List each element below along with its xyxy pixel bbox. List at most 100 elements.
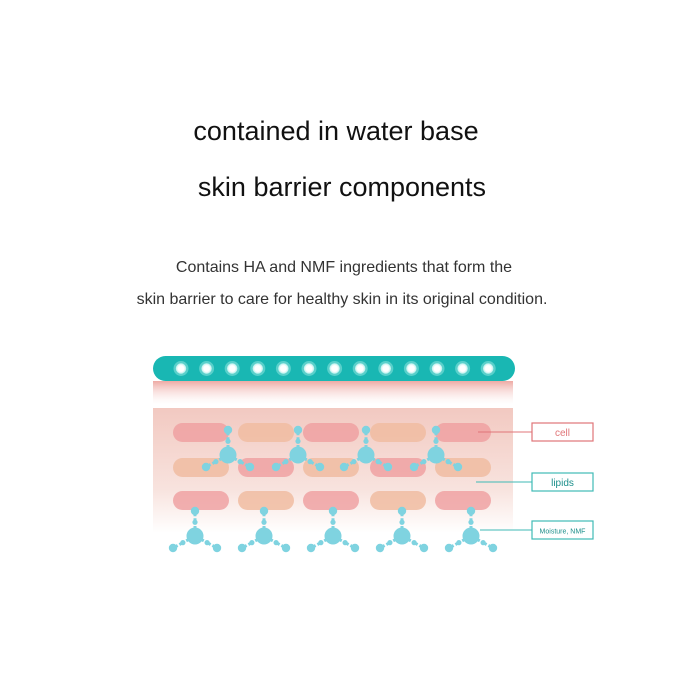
molecule-atom-small bbox=[318, 540, 324, 546]
molecule-atom-small bbox=[204, 540, 210, 546]
cell-pill bbox=[238, 458, 294, 477]
molecule-atom-small bbox=[411, 540, 417, 546]
led-light bbox=[278, 363, 289, 374]
molecule-atom bbox=[339, 462, 349, 472]
lipid-pill bbox=[435, 458, 491, 477]
molecule-atom bbox=[444, 543, 454, 553]
cell-group bbox=[173, 423, 491, 510]
molecule-core bbox=[357, 446, 375, 464]
molecule-core bbox=[289, 446, 307, 464]
headline-line-1: contained in water base bbox=[193, 116, 479, 146]
nmf-molecule bbox=[375, 506, 429, 553]
led-light bbox=[355, 363, 366, 374]
molecule-atom-small bbox=[421, 459, 427, 465]
molecule-atom-small bbox=[445, 459, 451, 465]
lipids-callout: lipids bbox=[476, 472, 594, 492]
molecule-atom-small bbox=[456, 540, 462, 546]
molecule-atom bbox=[281, 543, 291, 553]
cell-pill bbox=[435, 423, 491, 442]
molecule-atom bbox=[315, 462, 325, 472]
molecule-core bbox=[462, 527, 480, 545]
led-light bbox=[201, 363, 212, 374]
molecule-atom bbox=[383, 462, 393, 472]
description-line-1: Contains HA and NMF ingredients that for… bbox=[175, 259, 513, 276]
nmf-molecule bbox=[306, 506, 360, 553]
molecule-atom bbox=[168, 543, 178, 553]
molecule-core bbox=[255, 527, 273, 545]
nmf-molecule bbox=[201, 425, 255, 472]
skin-surface-band bbox=[153, 381, 513, 405]
molecule-atom bbox=[397, 506, 407, 516]
nmf-molecule bbox=[237, 506, 291, 553]
molecule-core bbox=[219, 446, 237, 464]
molecule-atom-small bbox=[307, 459, 313, 465]
led-light bbox=[457, 363, 468, 374]
nmf-molecule bbox=[168, 506, 222, 553]
molecule-atom bbox=[201, 462, 211, 472]
cell-pill bbox=[173, 423, 229, 442]
device-led-row bbox=[173, 361, 496, 376]
molecule-atom-small bbox=[192, 519, 198, 525]
molecule-atom-small bbox=[399, 519, 405, 525]
led-light bbox=[431, 363, 443, 374]
lipid-pill bbox=[238, 491, 294, 510]
description-line-2: skin barrier to care for healthy skin in… bbox=[136, 291, 548, 308]
molecule-group bbox=[168, 425, 498, 553]
molecule-atom-small bbox=[273, 540, 279, 546]
led-light bbox=[483, 363, 494, 374]
led-light bbox=[252, 363, 263, 374]
molecule-atom bbox=[431, 425, 441, 435]
molecule-atom bbox=[361, 425, 371, 435]
molecule-core bbox=[324, 527, 342, 545]
molecule-atom bbox=[245, 462, 255, 472]
molecule-atom bbox=[350, 543, 360, 553]
molecule-atom bbox=[466, 506, 476, 516]
molecule-atom bbox=[328, 506, 338, 516]
molecule-atom-small bbox=[480, 540, 486, 546]
lipids-callout-label: lipids bbox=[551, 478, 574, 489]
molecule-atom-small bbox=[261, 519, 267, 525]
led-light bbox=[406, 363, 417, 374]
molecule-atom bbox=[271, 462, 281, 472]
molecule-atom-small bbox=[225, 438, 231, 444]
cell-pill bbox=[173, 491, 229, 510]
molecule-atom-small bbox=[363, 438, 369, 444]
molecule-atom-small bbox=[387, 540, 393, 546]
lipid-pill bbox=[238, 423, 294, 442]
molecule-atom-small bbox=[237, 459, 243, 465]
cell-callout-label: cell bbox=[555, 428, 570, 439]
molecule-atom bbox=[409, 462, 419, 472]
molecule-atom bbox=[453, 462, 463, 472]
molecule-atom bbox=[237, 543, 247, 553]
molecule-atom-small bbox=[351, 459, 357, 465]
cell-pill bbox=[303, 423, 359, 442]
nmf-molecule bbox=[409, 425, 463, 472]
molecule-atom-small bbox=[342, 540, 348, 546]
cell-pill bbox=[370, 458, 426, 477]
led-light bbox=[380, 363, 391, 374]
cell-callout-box bbox=[531, 422, 594, 442]
cell-pill bbox=[435, 491, 491, 510]
lipids-callout-box bbox=[531, 472, 594, 492]
molecule-core bbox=[393, 527, 411, 545]
lipid-pill bbox=[173, 458, 229, 477]
molecule-atom bbox=[223, 425, 233, 435]
molecule-atom bbox=[293, 425, 303, 435]
lipid-group bbox=[173, 423, 491, 510]
molecule-atom bbox=[306, 543, 316, 553]
nmf-molecule bbox=[339, 425, 393, 472]
led-light bbox=[175, 363, 187, 374]
headline-line-2: skin barrier components bbox=[197, 172, 487, 202]
molecule-atom-small bbox=[295, 438, 301, 444]
nmf-molecule bbox=[271, 425, 325, 472]
led-light bbox=[303, 363, 315, 374]
molecule-atom bbox=[259, 506, 269, 516]
lipid-pill bbox=[303, 458, 359, 477]
molecule-atom bbox=[488, 543, 498, 553]
lipid-pill bbox=[370, 423, 426, 442]
molecule-core bbox=[186, 527, 204, 545]
moisture-callout-label: Moisture, NMF bbox=[540, 529, 586, 536]
led-light bbox=[329, 363, 340, 374]
molecule-atom-small bbox=[375, 459, 381, 465]
moisture-callout-box bbox=[531, 520, 594, 540]
